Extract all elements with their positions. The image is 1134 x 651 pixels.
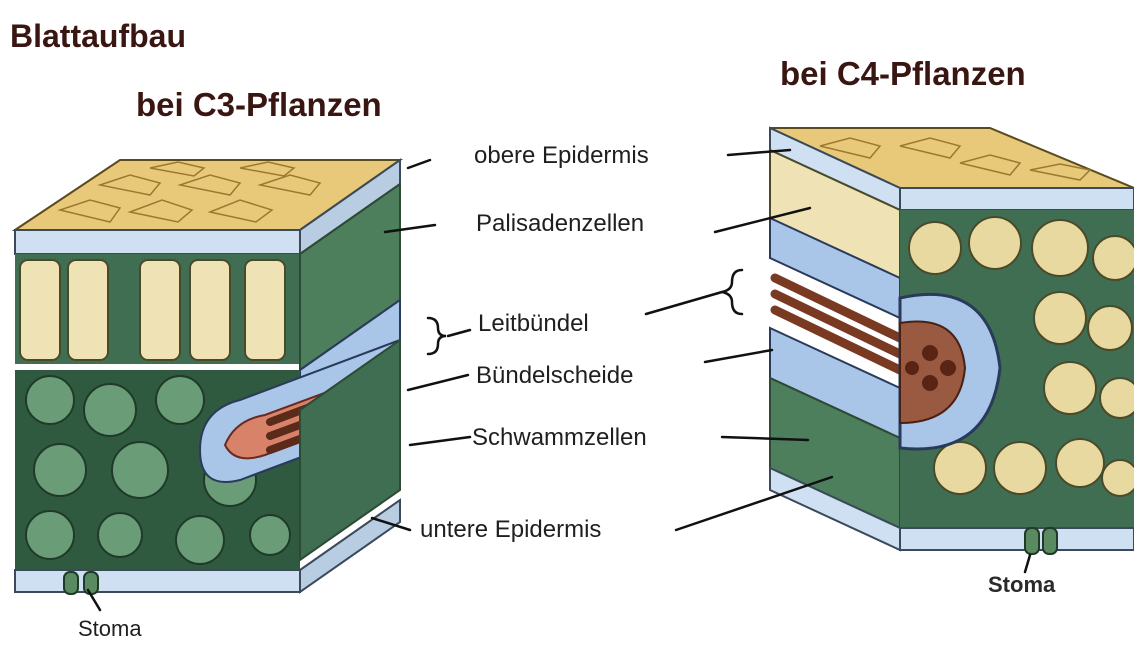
c3-leaf-block-illustration bbox=[11, 158, 404, 595]
label-leitbuendel: Leitbündel bbox=[478, 310, 589, 337]
page-title: Blattaufbau bbox=[10, 18, 186, 54]
label-stoma-c3: Stoma bbox=[78, 616, 142, 641]
c3-heading: bei C3-Pflanzen bbox=[136, 86, 382, 123]
label-palisadenzellen: Palisadenzellen bbox=[476, 210, 645, 237]
label-untere-epidermis: untere Epidermis bbox=[420, 516, 602, 543]
label-obere-epidermis: obere Epidermis bbox=[474, 142, 649, 169]
c4-heading: bei C4-Pflanzen bbox=[780, 55, 1026, 92]
label-stoma-c4: Stoma bbox=[988, 572, 1056, 597]
c4-leaf-block-illustration bbox=[769, 126, 1134, 555]
label-schwammzellen: Schwammzellen bbox=[472, 424, 647, 451]
label-buendelscheide: Bündelscheide bbox=[476, 362, 634, 389]
